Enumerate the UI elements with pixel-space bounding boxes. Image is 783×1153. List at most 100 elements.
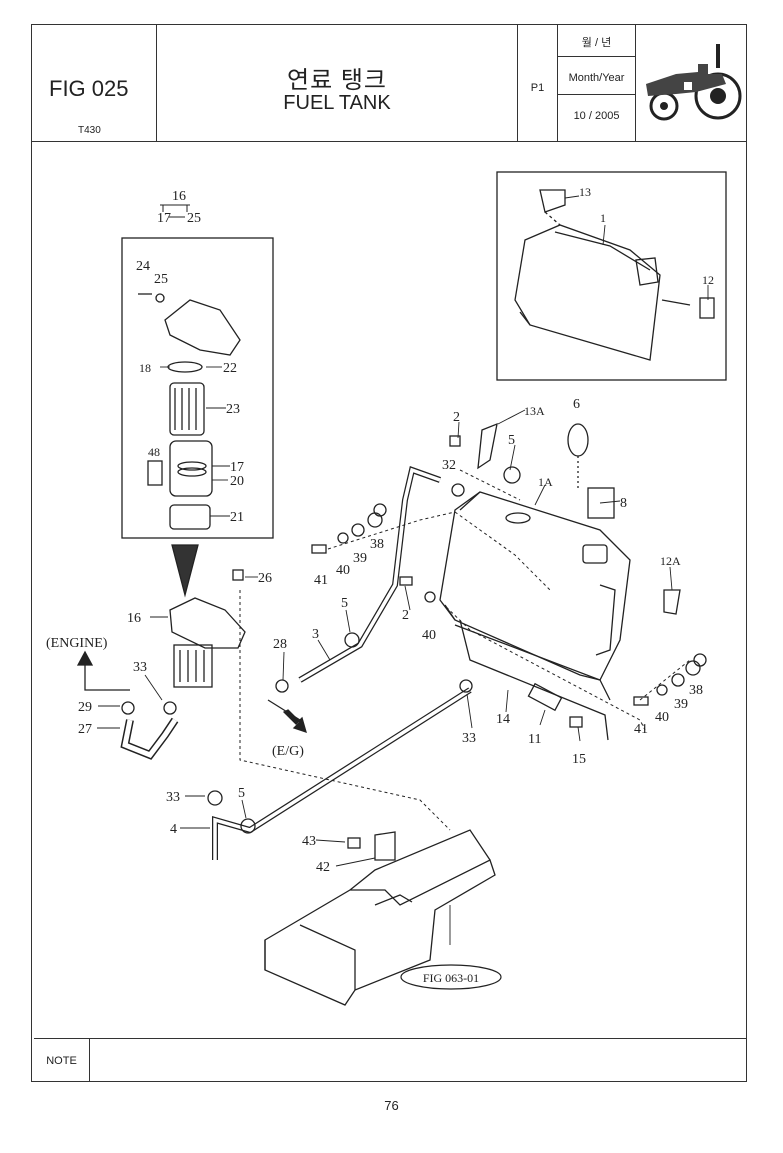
callout-funnel bbox=[171, 544, 199, 598]
callout-5: 5 bbox=[508, 433, 515, 448]
callout-41: 41 bbox=[314, 573, 328, 588]
fig-reference: FIG 063-01 bbox=[400, 964, 502, 990]
filter-inset-frame bbox=[121, 237, 274, 539]
callout-32: 32 bbox=[442, 458, 456, 473]
fuel-filter-assembly bbox=[169, 597, 246, 688]
date-cell: 월 / 년 Month/Year 10 / 2005 bbox=[558, 24, 636, 142]
callout-4: 4 bbox=[170, 822, 177, 837]
callout-2: 2 bbox=[453, 410, 460, 425]
hose-clamp bbox=[459, 679, 473, 693]
callout-13a: 13A bbox=[524, 404, 545, 418]
callout-25: 25 bbox=[154, 272, 168, 287]
callout-29: 29 bbox=[78, 700, 92, 715]
callout-24: 24 bbox=[136, 259, 150, 274]
fig-reference-label: FIG 063-01 bbox=[423, 971, 479, 985]
inset-frame bbox=[496, 171, 727, 381]
bolt-washer-set bbox=[232, 435, 707, 849]
filter-head-exploded bbox=[138, 293, 241, 530]
callout-23: 23 bbox=[226, 402, 240, 417]
callout-39: 39 bbox=[674, 697, 688, 712]
callout-21: 21 bbox=[230, 510, 244, 525]
tractor-icon bbox=[646, 44, 742, 121]
logo-cell bbox=[636, 24, 747, 142]
eg-label: (E/G) bbox=[272, 744, 304, 759]
callout-6: 6 bbox=[573, 397, 580, 412]
callout-26: 26 bbox=[258, 571, 272, 586]
date-value: 10 / 2005 bbox=[573, 110, 620, 122]
filler-strainer bbox=[587, 487, 615, 519]
callout-48: 48 bbox=[148, 445, 160, 459]
tank-bracket bbox=[477, 422, 498, 470]
tank-bracket bbox=[663, 589, 681, 615]
callout-40: 40 bbox=[655, 710, 669, 725]
down-arrow-icon bbox=[282, 709, 307, 734]
fuel-tank-exploded-diagram: 16 17 25 24 25 18 22 23 48 17 20 21 26 1… bbox=[46, 171, 727, 1006]
hose-clamp bbox=[451, 483, 465, 497]
pipe-clamp bbox=[503, 466, 521, 484]
callout-39: 39 bbox=[353, 551, 367, 566]
callout-43: 43 bbox=[302, 834, 316, 849]
page-ref-cell: P1 bbox=[518, 24, 558, 142]
model-code: T430 bbox=[78, 125, 101, 136]
callout-33: 33 bbox=[462, 731, 476, 746]
callout-22: 22 bbox=[223, 361, 237, 376]
callout-12: 12 bbox=[702, 273, 714, 287]
callout-16: 16 bbox=[172, 189, 186, 204]
callout-17: 17 bbox=[230, 460, 244, 475]
date-label: Month/Year bbox=[568, 72, 625, 84]
filler-cap bbox=[567, 423, 589, 457]
title-block-divider bbox=[31, 141, 747, 142]
callout-8: 8 bbox=[620, 496, 627, 511]
callout-20: 20 bbox=[230, 474, 244, 489]
callout-33: 33 bbox=[133, 660, 147, 675]
callout-1: 1 bbox=[600, 211, 606, 225]
callout-2: 2 bbox=[402, 608, 409, 623]
callout-28: 28 bbox=[273, 637, 287, 652]
callout-5: 5 bbox=[238, 786, 245, 801]
date-divider bbox=[558, 94, 635, 95]
date-divider bbox=[558, 56, 635, 57]
note-section: NOTE bbox=[34, 1038, 746, 1082]
hose-clamp bbox=[275, 679, 289, 693]
callout-17: 17 bbox=[157, 211, 171, 226]
fuel-tank bbox=[439, 491, 631, 741]
callout-18: 18 bbox=[139, 361, 151, 375]
callout-40: 40 bbox=[422, 628, 436, 643]
callout-14: 14 bbox=[496, 712, 510, 727]
pipe-clamp bbox=[240, 818, 256, 834]
callout-42: 42 bbox=[316, 860, 330, 875]
callout-13: 13 bbox=[579, 185, 591, 199]
date-label-korean: 월 / 년 bbox=[581, 37, 612, 49]
fig-code-cell: FIG 025 T430 bbox=[31, 24, 157, 142]
up-arrow-icon bbox=[76, 650, 94, 666]
page-frame bbox=[31, 24, 747, 1082]
fig-code: FIG 025 bbox=[49, 76, 129, 101]
engine-arrow-line bbox=[84, 665, 130, 691]
hose-clamp bbox=[163, 701, 177, 715]
callout-38: 38 bbox=[370, 537, 384, 552]
hose-clamp bbox=[207, 790, 223, 806]
callout-40: 40 bbox=[336, 563, 350, 578]
page-title: FUEL TANK bbox=[283, 92, 391, 114]
callout-1a: 1A bbox=[538, 475, 553, 489]
tank-cushion bbox=[527, 682, 563, 712]
hose-clamp bbox=[121, 701, 135, 715]
page-number: 76 bbox=[384, 1098, 399, 1113]
callout-12a: 12A bbox=[660, 554, 681, 568]
callout-5: 5 bbox=[341, 596, 348, 611]
callout-27: 27 bbox=[78, 722, 92, 737]
note-label: NOTE bbox=[34, 1039, 90, 1082]
callout-41: 41 bbox=[634, 722, 648, 737]
title-block: FIG 025 T430 연료 탱크 FUEL TANK P1 월 / 년 Mo… bbox=[31, 24, 747, 142]
callout-3: 3 bbox=[312, 627, 319, 642]
title-cell: 연료 탱크 FUEL TANK bbox=[157, 24, 518, 142]
page-title-korean: 연료 탱크 bbox=[287, 67, 387, 94]
inset-fuel-tank bbox=[514, 189, 715, 361]
chassis-frame bbox=[264, 829, 496, 1006]
callout-16: 16 bbox=[127, 611, 141, 626]
callout-25: 25 bbox=[187, 211, 201, 226]
callout-11: 11 bbox=[528, 732, 541, 747]
frame-bracket bbox=[374, 831, 396, 861]
callout-33: 33 bbox=[166, 790, 180, 805]
callout-38: 38 bbox=[689, 683, 703, 698]
